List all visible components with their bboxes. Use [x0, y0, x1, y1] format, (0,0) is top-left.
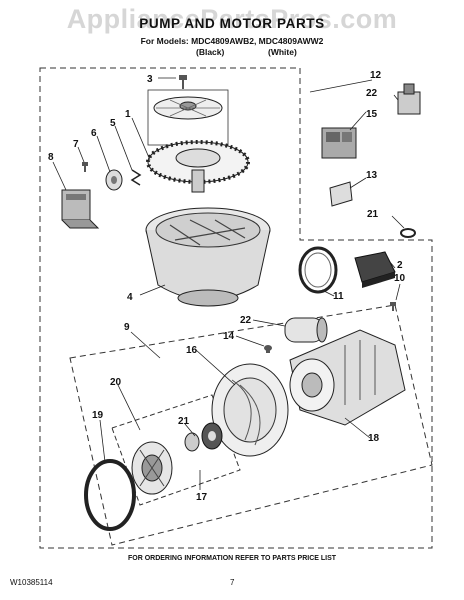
- callout-7: 7: [73, 139, 79, 150]
- ordering-note: FOR ORDERING INFORMATION REFER TO PARTS …: [127, 555, 337, 562]
- callout-22-upper: 21: [367, 209, 379, 220]
- page-title: PUMP AND MOTOR PARTS: [139, 16, 325, 31]
- seal-kit-boundary: [111, 394, 241, 506]
- part-4-pump-housing: [145, 207, 271, 307]
- callout-18: 18: [368, 433, 380, 444]
- color-white-label: (White): [268, 47, 297, 57]
- callout-12: 12: [370, 70, 382, 81]
- part-23-sensor: [397, 83, 421, 115]
- document-number: W10385114: [10, 578, 53, 587]
- part-15-motor-plug: [321, 127, 357, 159]
- part-17-impeller: [131, 441, 173, 495]
- assembly-boundary: [39, 67, 433, 549]
- part-21-seal: [184, 422, 223, 452]
- callout-21: 21: [178, 416, 190, 427]
- callout-1: 1: [125, 109, 131, 120]
- callout-6: 6: [91, 128, 97, 139]
- callout-17: 17: [196, 492, 208, 503]
- part-19-o-ring: [84, 459, 136, 531]
- callout-13: 13: [366, 170, 378, 181]
- callout-5: 5: [110, 118, 116, 129]
- part-13-clip: [329, 181, 353, 207]
- watermark: AppliancePartsPros.com: [66, 4, 398, 34]
- callout-4: 4: [127, 292, 133, 303]
- callout-10: 10: [394, 273, 406, 284]
- callout-23: 22: [366, 88, 378, 99]
- part-14-screw: [264, 345, 272, 353]
- part-6-cap: [105, 169, 123, 191]
- callout-9: 9: [124, 322, 130, 333]
- part-18-motor: [289, 329, 406, 426]
- callout-14: 14: [223, 331, 235, 342]
- part-1-chopper-ring: [146, 140, 250, 193]
- callout-3: 3: [147, 74, 153, 85]
- part-5-spring: [130, 169, 142, 186]
- part-8-diverter-motor: [61, 189, 100, 229]
- callout-22-lower: 22: [240, 315, 252, 326]
- part-2-cover: [354, 251, 396, 288]
- color-black-label: (Black): [196, 47, 225, 57]
- part-22-capacitor: [284, 317, 328, 343]
- callout-20: 20: [110, 377, 122, 388]
- motor-subassembly-boundary: [69, 304, 433, 546]
- models-line: For Models: MDC4809AWB2, MDC4809AWW2: [140, 36, 324, 46]
- part-1-filter-cover: [147, 89, 229, 146]
- part-16-pump-cover: [211, 363, 289, 457]
- callout-numbers: 3 1 5 6 7 8 4 9 12 22 15 13 21 2 10 11 2…: [48, 70, 406, 503]
- part-11-gasket: [298, 246, 338, 294]
- part-22-clamp-upper: [400, 228, 416, 238]
- part-10-screw: [390, 302, 396, 311]
- callout-19: 19: [92, 410, 104, 421]
- callout-11: 11: [333, 291, 344, 302]
- part-3-screw: [179, 75, 187, 89]
- leader-lines: [52, 77, 405, 490]
- part-7-screw: [82, 162, 88, 172]
- callout-8: 8: [48, 152, 54, 163]
- callout-16: 16: [186, 345, 198, 356]
- callout-2: 2: [397, 260, 403, 271]
- callout-15: 15: [366, 109, 378, 120]
- page-number: 7: [230, 578, 235, 587]
